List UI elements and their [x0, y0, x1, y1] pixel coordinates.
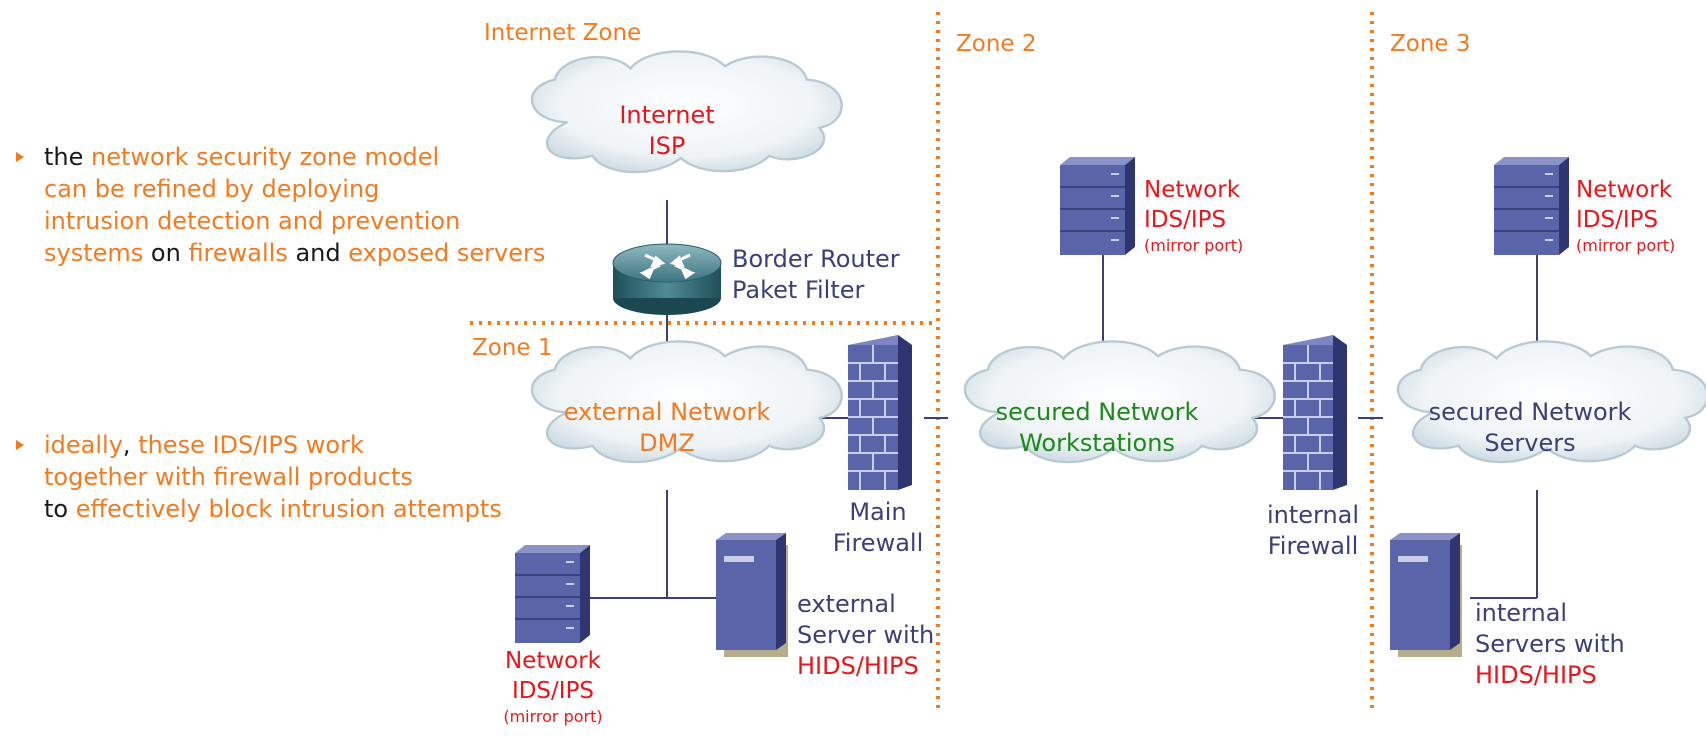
ids-dmz-label: Network IDS/IPS (mirror port): [488, 646, 618, 728]
bullet-marker-1: [16, 152, 24, 162]
ids-zone2-note: (mirror port): [1144, 236, 1244, 255]
cloud-workstations-line1: secured Network: [995, 398, 1199, 426]
zone-label-3: Zone 3: [1390, 31, 1471, 57]
bullet-2-part: ,: [122, 431, 139, 459]
bullet-2-part: effectively block intrusion attempts: [75, 495, 502, 523]
ids-zone3-label: Network IDS/IPS (mirror port): [1576, 175, 1675, 257]
firewall-icon-internal: [1283, 335, 1347, 490]
connection-lines: [590, 200, 1538, 599]
ids-appliance-icon-zone2: [1060, 157, 1135, 255]
zone-label-internet: Internet Zone: [484, 20, 642, 46]
cloud-servers-label: secured Network Servers: [1403, 397, 1657, 459]
cloud-internet-label: Internet ISP: [560, 100, 774, 162]
internal-server-line3: HIDS/HIPS: [1475, 661, 1597, 689]
ids-dmz-line1: Network: [504, 648, 602, 674]
ids-dmz-line2: IDS/IPS: [511, 678, 595, 704]
internal-firewall-line1: internal: [1266, 501, 1360, 529]
bullet-2-part: together with firewall products: [44, 463, 413, 491]
cloud-workstations-label: secured Network Workstations: [970, 397, 1224, 459]
internal-server-label: internal Servers with HIDS/HIPS: [1475, 598, 1625, 691]
bullet-1-part: firewalls: [188, 239, 288, 267]
router-label-line1: Border Router: [732, 245, 900, 273]
cloud-servers-line1: secured Network: [1428, 398, 1632, 426]
bullet-1-part: intrusion detection and prevention: [44, 207, 461, 235]
ids-zone3-note: (mirror port): [1576, 236, 1676, 255]
ids-zone3-line2: IDS/IPS: [1576, 207, 1659, 233]
firewall-icon-main: [848, 335, 912, 490]
cloud-workstations-line2: Workstations: [1019, 429, 1175, 457]
cloud-dmz-line1: external Network: [563, 398, 771, 426]
zone-label-2: Zone 2: [956, 31, 1037, 57]
ids-zone2-label: Network IDS/IPS (mirror port): [1144, 175, 1243, 257]
bullet-marker-2: [16, 440, 24, 450]
main-firewall-line1: Main: [849, 498, 907, 526]
router-label-line2: Paket Filter: [732, 276, 865, 304]
ids-zone3-line1: Network: [1576, 177, 1673, 203]
bullet-1-part: and: [287, 239, 349, 267]
external-server-line3: HIDS/HIPS: [797, 652, 919, 680]
ids-appliance-icon-dmz: [515, 545, 590, 643]
bullet-text-2: ideally, these IDS/IPS work together wit…: [44, 429, 502, 525]
cloud-servers-line2: Servers: [1484, 429, 1576, 457]
internal-server-line1: internal: [1475, 599, 1568, 627]
bullet-1-part: the: [44, 143, 92, 171]
bullet-1-part: systems: [44, 239, 144, 267]
cloud-internet-line2: ISP: [648, 132, 686, 160]
server-icon-external: [716, 533, 788, 657]
bullet-2-part: ideally: [44, 431, 123, 459]
main-firewall-label: Main Firewall: [828, 497, 928, 559]
ids-dmz-note: (mirror port): [503, 707, 603, 726]
external-server-line1: external: [797, 590, 896, 618]
internal-server-line2: Servers with: [1475, 630, 1625, 658]
router-label: Border Router Paket Filter: [732, 244, 900, 306]
router-icon: [612, 243, 722, 315]
external-server-line2: Server with: [797, 621, 935, 649]
external-server-label: external Server with HIDS/HIPS: [797, 589, 934, 682]
ids-zone2-line2: IDS/IPS: [1144, 207, 1227, 233]
cloud-internet-line1: Internet: [619, 101, 715, 129]
bullet-1-part: on: [143, 239, 189, 267]
bullet-1-part: network security zone model: [91, 143, 440, 171]
ids-appliance-icon-zone3: [1494, 157, 1569, 255]
internal-firewall-label: internal Firewall: [1258, 500, 1368, 562]
bullet-1-part: can be refined by deploying: [44, 175, 380, 203]
cloud-dmz-label: external Network DMZ: [540, 397, 794, 459]
cloud-dmz-line2: DMZ: [639, 429, 695, 457]
internal-firewall-line2: Firewall: [1267, 532, 1359, 560]
bullet-2-part: these IDS/IPS work: [138, 431, 364, 459]
bullet-text-1: the network security zone model can be r…: [44, 141, 545, 269]
main-firewall-line2: Firewall: [832, 529, 924, 557]
ids-zone2-line1: Network: [1144, 177, 1241, 203]
bullet-2-part: to: [44, 495, 76, 523]
bullet-1-part: exposed servers: [348, 239, 546, 267]
zone-label-1: Zone 1: [472, 335, 553, 361]
server-icon-internal: [1390, 533, 1462, 657]
